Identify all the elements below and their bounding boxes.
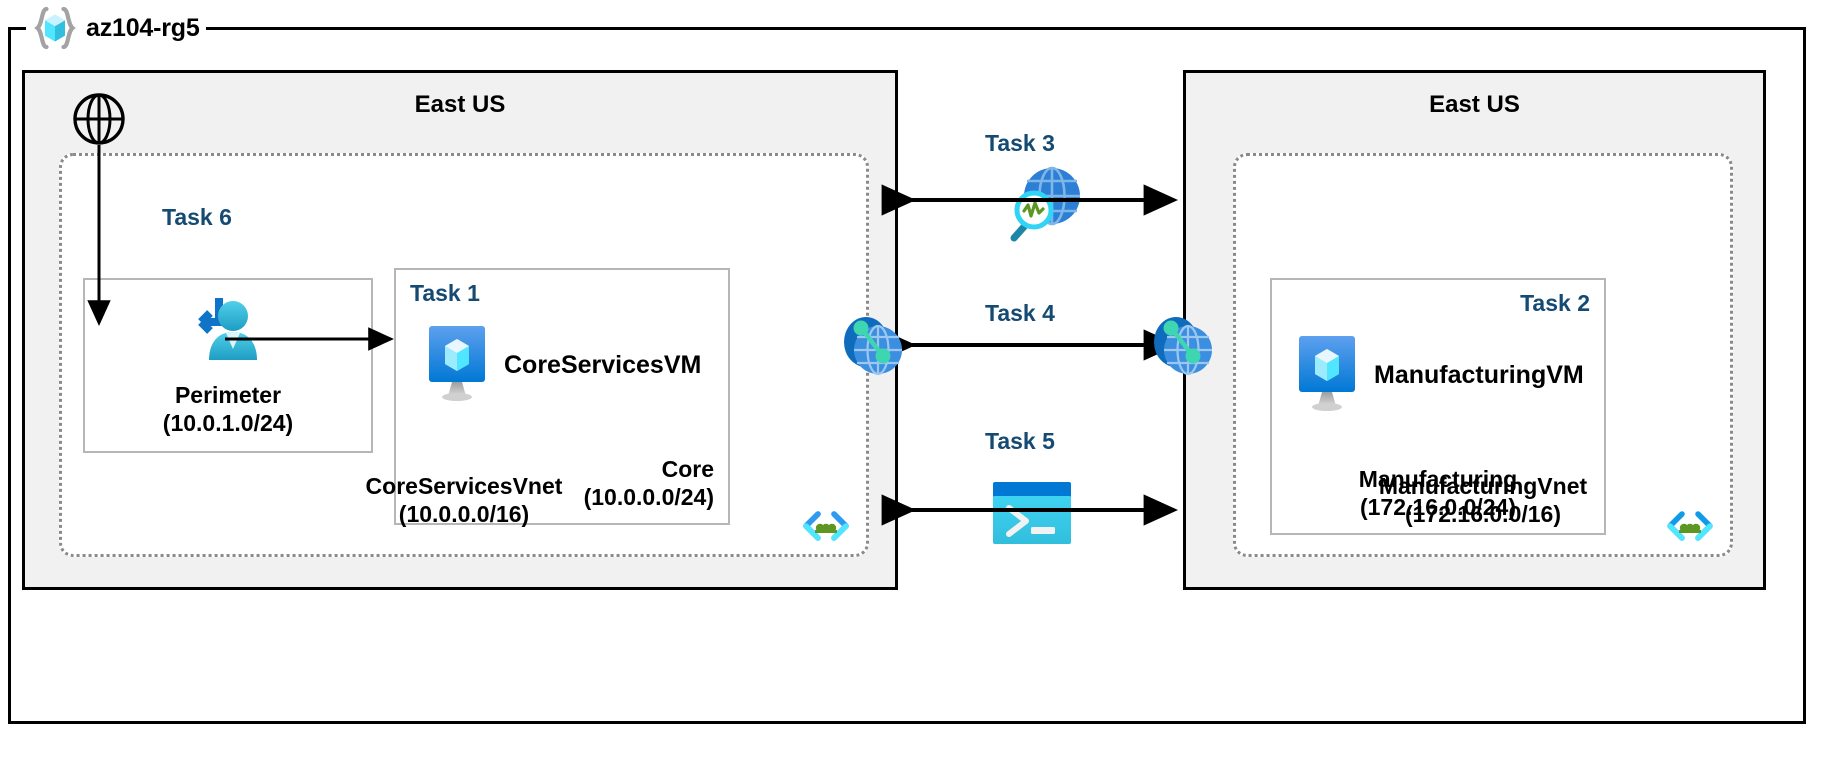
vm-manufacturingvm-row: ManufacturingVM (1294, 332, 1584, 419)
subnet-perimeter-caption: Perimeter (10.0.1.0/24) (85, 381, 371, 437)
vnet-manufacturingvnet-name: ManufacturingVnet (1378, 472, 1588, 499)
vnet-peering-icon (840, 310, 906, 389)
vnet-manufacturingvnet-cidr: (172.16.0.0/16) (1404, 500, 1561, 527)
subnet-perimeter-name: Perimeter (174, 381, 282, 408)
task-label-3: Task 3 (985, 130, 1055, 156)
arrow-task3-bidirectional (881, 184, 1179, 216)
subnet-manufacturing: Task 2 ManufacturingVM (1270, 278, 1606, 535)
vnet-manufacturingvnet-caption: ManufacturingVnet (172.16.0.0/16) (1236, 472, 1730, 528)
resource-group-icon (32, 5, 78, 51)
virtual-machine-icon (1294, 332, 1360, 419)
task-label-6: Task 6 (162, 204, 232, 230)
subnet-core-caption: Core (10.0.0.0/24) (584, 455, 714, 511)
subnet-manufacturing-name: Manufacturing (1358, 465, 1518, 492)
task-label-1: Task 1 (410, 280, 480, 306)
vnet-coreservicesvnet-name: CoreServicesVnet (365, 472, 563, 499)
vm-manufacturingvm-name: ManufacturingVM (1374, 361, 1584, 389)
subnet-perimeter: Perimeter (10.0.1.0/24) (83, 278, 373, 453)
arrow-perimeter-to-core (225, 327, 395, 351)
vm-coreservicesvm-name: CoreServicesVM (504, 351, 702, 379)
subnet-core-cidr: (10.0.0.0/24) (583, 483, 714, 510)
resource-group-name: az104-rg5 (86, 13, 200, 42)
subnet-code-icon (1664, 506, 1716, 546)
region-title-left: East US (414, 91, 506, 118)
vnet-coreservicesvnet: Task 6 Perimeter (10.0.1.0/24) (59, 153, 869, 557)
resource-group-boundary (8, 27, 1806, 724)
subnet-perimeter-cidr: (10.0.1.0/24) (162, 409, 294, 436)
virtual-machine-icon (424, 322, 490, 409)
subnet-core: Task 1 CoreServicesVM (394, 268, 730, 525)
region-title-right: East US (1429, 91, 1520, 118)
task-label-4: Task 4 (985, 300, 1055, 326)
task-label-5: Task 5 (985, 428, 1055, 454)
arrow-internet-to-perimeter (87, 145, 111, 327)
vnet-manufacturingvnet: Task 2 ManufacturingVM (1233, 153, 1733, 557)
subnet-manufacturing-cidr: (172.16.0.0/24) (1359, 493, 1516, 520)
vnet-coreservicesvnet-caption: CoreServicesVnet (10.0.0.0/16) (62, 472, 866, 528)
subnet-core-name: Core (661, 455, 714, 482)
region-panel-left: East US Task 6 (22, 70, 898, 590)
resource-group-header: az104-rg5 (26, 6, 206, 50)
subnet-code-icon (800, 506, 852, 546)
vnet-coreservicesvnet-cidr: (10.0.0.0/16) (398, 500, 530, 527)
task-label-2: Task 2 (1520, 290, 1590, 316)
globe-icon (71, 91, 127, 152)
subnet-manufacturing-caption: Manufacturing (172.16.0.0/24) (1272, 465, 1604, 521)
arrow-task4-bidirectional (881, 329, 1179, 361)
vm-coreservicesvm-row: CoreServicesVM (424, 322, 701, 409)
arrow-task5-bidirectional (881, 494, 1179, 526)
vnet-peering-icon (1150, 310, 1216, 389)
region-panel-right: East US Task 2 (1183, 70, 1766, 590)
